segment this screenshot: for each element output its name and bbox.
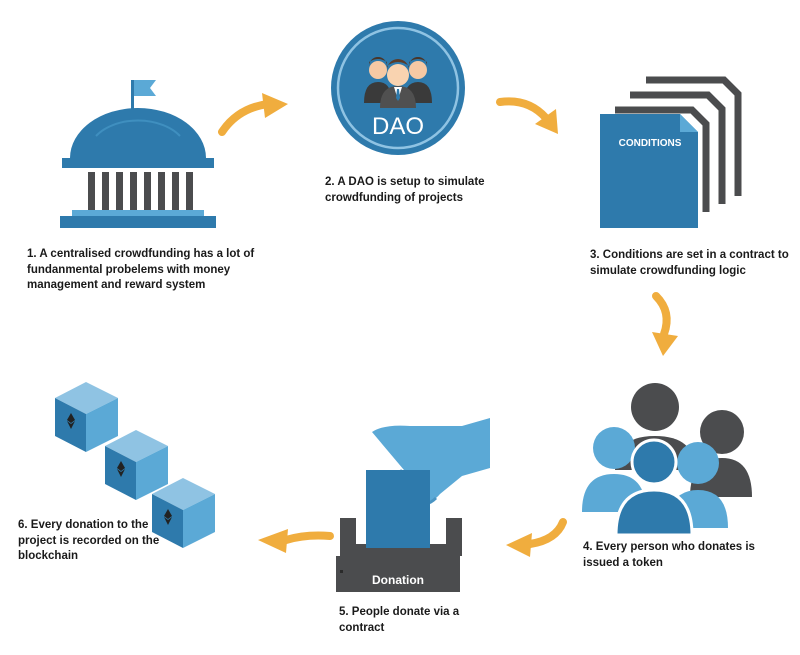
step-1-caption: 1. A centralised crowdfunding has a lot …: [27, 248, 255, 291]
donation-box-label: Donation: [372, 573, 424, 587]
government-building-icon: [60, 80, 216, 228]
arrow-3-to-4: [652, 292, 678, 356]
step-3-caption: 3. Conditions are set in a contract to s…: [590, 249, 789, 277]
arrow-1-to-2: [218, 93, 288, 136]
block-1: [55, 382, 118, 452]
arrow-5-to-6: [258, 529, 334, 553]
donation-box-icon: Donation: [336, 418, 490, 592]
step-2-caption: 2. A DAO is setup to simulate crowdfundi…: [325, 176, 485, 204]
contract-documents-icon: CONDITIONS: [600, 76, 742, 228]
block-2: [105, 430, 168, 500]
step-6-caption: 6. Every donation to the project is reco…: [18, 519, 160, 562]
step-5-caption: 5. People donate via a contract: [339, 606, 460, 634]
block-3: [152, 478, 215, 548]
dao-people-icon: DAO: [331, 21, 465, 155]
dao-badge-label: DAO: [372, 113, 424, 140]
step-4-caption: 4. Every person who donates is issued a …: [583, 541, 755, 569]
people-group-icon: [582, 383, 752, 537]
conditions-doc-label: CONDITIONS: [619, 138, 682, 149]
arrow-2-to-3: [496, 97, 558, 134]
arrow-4-to-5: [506, 518, 567, 557]
ethereum-blocks-icon: [55, 382, 215, 548]
